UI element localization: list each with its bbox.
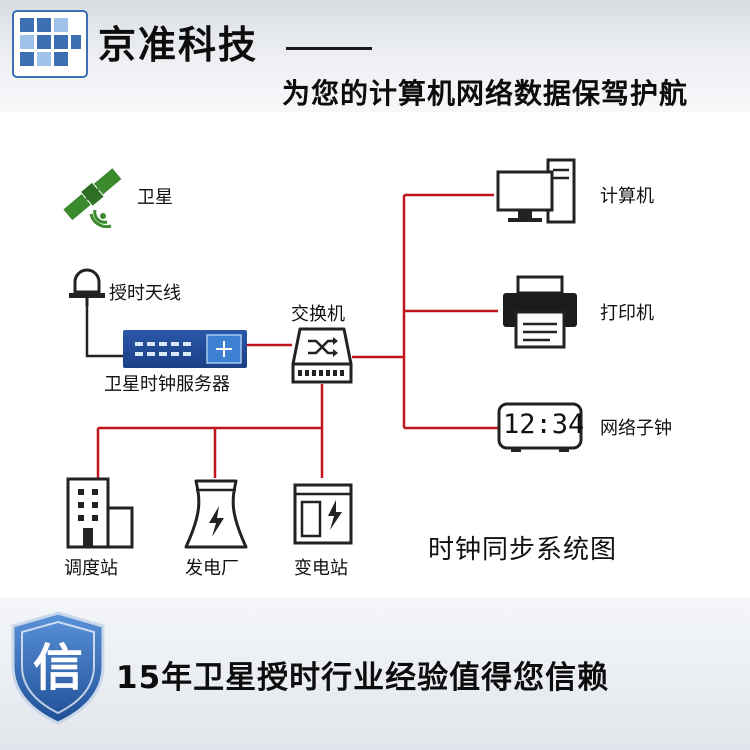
antenna-icon [69, 268, 105, 306]
diagram-title: 时钟同步系统图 [428, 535, 618, 565]
brand-name: 京准科技 [98, 23, 259, 67]
header-band [0, 0, 750, 112]
computer-label: 计算机 [600, 186, 654, 207]
brand-dash-line [286, 47, 372, 50]
shield-badge-char: 信 [33, 639, 83, 697]
power-plant-label: 发电厂 [185, 558, 239, 579]
footer-tagline: 15年卫星授时行业经验值得您信赖 [116, 660, 610, 696]
dispatch-station-icon [66, 477, 134, 549]
network-clock-frame [497, 402, 583, 452]
company-logo [12, 10, 88, 78]
shield-icon [11, 611, 105, 725]
antenna-label: 授时天线 [109, 283, 181, 304]
slogan: 为您的计算机网络数据保驾护航 [282, 77, 689, 110]
switch-label: 交换机 [291, 304, 345, 325]
footer-band [0, 598, 750, 750]
printer-icon [503, 275, 577, 349]
substation-icon [293, 483, 353, 545]
network-clock-label: 网络子钟 [600, 418, 672, 439]
power-plant-icon [184, 479, 248, 549]
substation-label: 变电站 [294, 558, 348, 579]
server-panel-icon [135, 334, 242, 364]
dispatch-station-label: 调度站 [64, 558, 118, 579]
network-clock-display: 12:34 [503, 409, 585, 440]
switch-icon [291, 327, 353, 384]
satellite-icon [63, 168, 122, 229]
satellite-label: 卫星 [137, 187, 173, 208]
server-label: 卫星时钟服务器 [104, 374, 230, 395]
printer-label: 打印机 [600, 303, 654, 324]
computer-icon [496, 158, 576, 224]
